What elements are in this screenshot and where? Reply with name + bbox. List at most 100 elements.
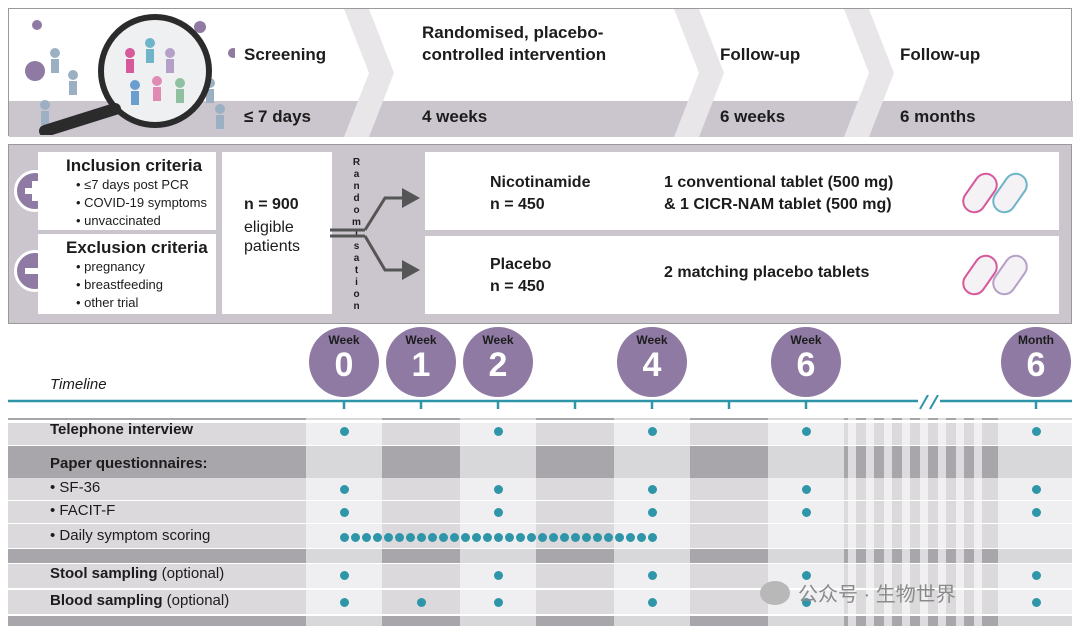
milestone-unit: Week: [405, 333, 437, 347]
arm-nicotinamide-name: Nicotinamide: [490, 174, 591, 191]
milestone-unit: Week: [790, 333, 822, 347]
schedule-dot: [801, 426, 811, 436]
schedule-dot: [405, 532, 415, 542]
schedule-dot: [1031, 570, 1041, 580]
phase-screening-label: Screening: [244, 45, 327, 64]
schedule-row-label: FACIT-F: [50, 502, 115, 519]
timeline-axis: [8, 395, 1072, 410]
milestone-value: 4: [642, 346, 662, 384]
schedule-dot: [647, 426, 657, 436]
schedule-dot: [416, 597, 426, 607]
milestone-unit: Week: [482, 333, 514, 347]
schedule-dot: [493, 426, 503, 436]
schedule-dot: [394, 532, 404, 542]
schedule-dot: [647, 484, 657, 494]
phase-followup-2-duration: 6 months: [900, 107, 976, 126]
schedule-dot: [339, 426, 349, 436]
watermark-text: 公众号 · 生物世界: [798, 584, 956, 606]
milestone-value: 2: [488, 346, 508, 384]
arm-nicotinamide-dose-1: 1 conventional tablet (500 mg): [664, 174, 894, 191]
phase-screening-duration: ≤ 7 days: [244, 107, 311, 126]
schedule-dot: [427, 532, 437, 542]
milestone-unit: Week: [328, 333, 360, 347]
schedule-row-label: Blood sampling (optional): [50, 592, 229, 609]
schedule-row-note: (optional): [157, 565, 225, 582]
schedule-dot: [372, 532, 382, 542]
milestone-value: 6: [1026, 346, 1046, 384]
inclusion-box: Inclusion criteria ≤7 days post PCR COVI…: [38, 152, 216, 230]
randomisation-arrows: [330, 188, 420, 280]
schedule-row-label: Paper questionnaires:: [50, 455, 208, 472]
arm-nicotinamide-n: n = 450: [490, 196, 545, 213]
exclusion-box: Exclusion criteria pregnancy breastfeedi…: [38, 234, 216, 314]
schedule-dot: [460, 532, 470, 542]
exclusion-item: breastfeeding: [76, 276, 216, 294]
tablet-icon: [962, 172, 1028, 214]
schedule-dot: [416, 532, 426, 542]
schedule-dot: [625, 532, 635, 542]
schedule-dot: [339, 570, 349, 580]
inclusion-item: unvaccinated: [76, 212, 216, 230]
eligible-n: n = 900: [244, 196, 299, 213]
schedule-dot: [570, 532, 580, 542]
schedule-dot: [438, 532, 448, 542]
schedule-row-label: Stool sampling (optional): [50, 565, 224, 582]
schedule-dot: [482, 532, 492, 542]
milestone-unit: Month: [1018, 333, 1054, 347]
phase-intervention-label: Randomised, placebo-controlled intervent…: [422, 23, 607, 64]
schedule-dot: [801, 570, 811, 580]
schedule-dot: [339, 532, 349, 542]
schedule-dot: [504, 532, 514, 542]
schedule-dot: [361, 532, 371, 542]
arm-nicotinamide-dose-2: & 1 CICR-NAM tablet (500 mg): [664, 196, 892, 213]
schedule-dot: [526, 532, 536, 542]
schedule-dot: [801, 484, 811, 494]
schedule-dot: [614, 532, 624, 542]
schedule-row-title: Blood sampling: [50, 592, 163, 609]
placebo-tablet-icon: [962, 254, 1028, 296]
schedule-row-label: Daily symptom scoring: [50, 527, 210, 544]
milestone-value: 1: [411, 346, 431, 384]
eligible-label: eligible patients: [244, 219, 301, 255]
schedule-row-label: SF-36: [50, 479, 100, 496]
schedule-dot: [493, 532, 503, 542]
schedule-dot: [647, 570, 657, 580]
schedule-dot: [493, 484, 503, 494]
arm-placebo-box: [425, 236, 1059, 314]
schedule-dot: [559, 532, 569, 542]
schedule-dot: [493, 507, 503, 517]
phase-band: [8, 8, 1073, 137]
schedule-dot: [647, 532, 657, 542]
arm-placebo-name: Placebo: [490, 256, 552, 273]
schedule-dot: [636, 532, 646, 542]
schedule-dot: [537, 532, 547, 542]
phase-followup-2-label: Follow-up: [900, 45, 981, 64]
exclusion-title: Exclusion criteria: [66, 238, 208, 257]
schedule-row-title: Paper questionnaires:: [50, 455, 208, 472]
phase-intervention-duration: 4 weeks: [422, 107, 488, 126]
schedule-dot: [1031, 426, 1041, 436]
schedule-dot: [339, 597, 349, 607]
phase-followup-1-duration: 6 weeks: [720, 107, 786, 126]
schedule-dot: [339, 507, 349, 517]
inclusion-item: ≤7 days post PCR: [76, 176, 216, 194]
exclusion-item: other trial: [76, 294, 216, 312]
schedule-dot: [339, 484, 349, 494]
schedule-row-note: (optional): [162, 592, 230, 609]
schedule-dot: [350, 532, 360, 542]
schedule-dot: [592, 532, 602, 542]
wechat-icon: [760, 580, 790, 605]
milestone-value: 0: [334, 346, 354, 384]
schedule-row-text: Daily symptom scoring: [50, 527, 210, 544]
watermark: 公众号 · 生物世界: [760, 578, 956, 607]
schedule-dot: [493, 570, 503, 580]
schedule-dot: [647, 597, 657, 607]
inclusion-title: Inclusion criteria: [66, 156, 203, 175]
schedule-dot: [603, 532, 613, 542]
schedule-dot: [1031, 597, 1041, 607]
arm-placebo-n: n = 450: [490, 278, 545, 295]
